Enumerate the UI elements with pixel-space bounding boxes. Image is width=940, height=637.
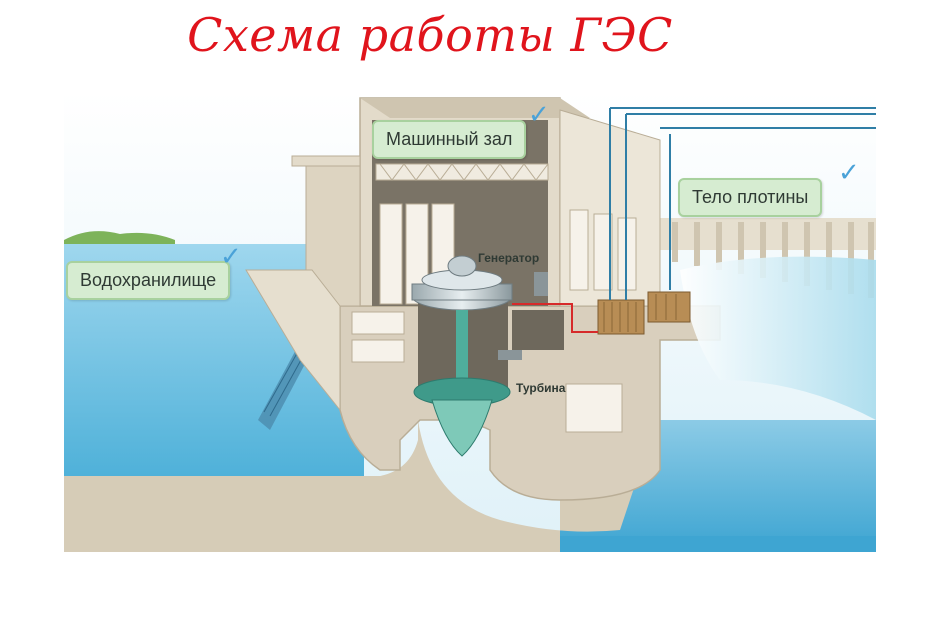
generator-dome: [447, 255, 477, 277]
upstream-face: [245, 269, 341, 412]
machine-hall-check-icon: ✓: [528, 100, 550, 130]
spillway-spray: [680, 256, 876, 420]
power-cable: [512, 303, 598, 333]
riverbed: [64, 420, 660, 552]
crane-truss: [379, 163, 549, 181]
turbine-blades: [431, 399, 493, 457]
machine-hall-label: Машинный зал: [386, 129, 513, 149]
turbine-shaft: [456, 310, 468, 380]
machine-hall-callout: Машинный зал: [372, 120, 527, 159]
dam-body-check-icon: ✓: [838, 158, 860, 188]
far-shore: [64, 231, 175, 246]
dam-galleries: [351, 311, 623, 433]
left-gantry: [291, 155, 361, 167]
reservoir-label: Водохранилище: [80, 270, 217, 290]
transformer-fins: [603, 294, 677, 332]
control-cabinet: [534, 272, 548, 296]
powerhouse-roof: [360, 98, 590, 118]
reservoir-check-icon: ✓: [220, 242, 242, 272]
generator-label: Генератор: [478, 251, 539, 265]
spillway-dam: [660, 218, 876, 250]
hydraulic-unit: [498, 350, 522, 360]
diagram-title: Схема работы ГЭС: [187, 8, 673, 62]
dam-body-label: Тело плотины: [692, 187, 809, 207]
transmission-lines: [609, 107, 876, 300]
turbine-label: Турбина: [516, 381, 566, 395]
transformer-room: [512, 310, 564, 350]
dam-body-callout: Тело плотины: [678, 178, 823, 217]
reservoir-callout: Водохранилище: [66, 261, 231, 300]
